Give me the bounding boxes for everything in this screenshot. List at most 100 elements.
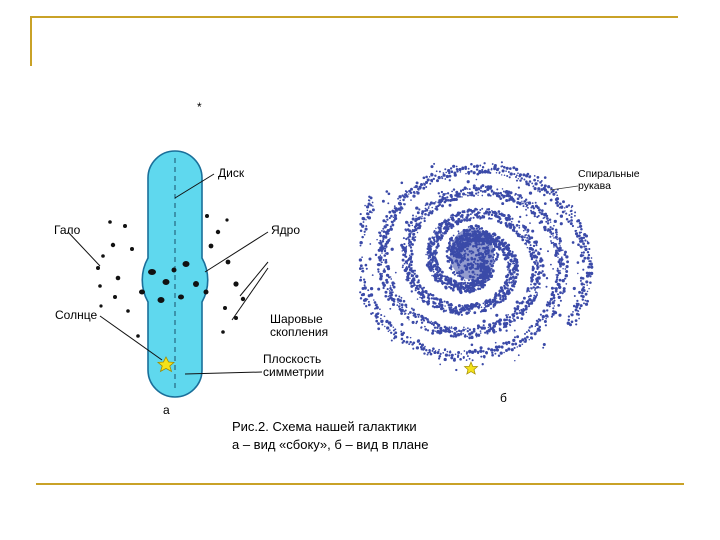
- spiral-dot: [444, 168, 446, 170]
- spiral-dot: [541, 184, 543, 186]
- spiral-dot: [408, 264, 410, 266]
- spiral-dot: [431, 350, 433, 352]
- spiral-dot: [505, 199, 508, 202]
- spiral-dot: [417, 211, 420, 214]
- spiral-dot: [585, 303, 588, 306]
- spiral-dot: [432, 301, 434, 303]
- spiral-dot: [492, 239, 495, 242]
- spiral-dot: [366, 205, 369, 208]
- spiral-dot: [587, 242, 590, 245]
- spiral-dot: [415, 289, 417, 291]
- spiral-dot: [538, 253, 540, 255]
- spiral-dot: [564, 207, 566, 209]
- spiral-dot: [553, 225, 555, 227]
- spiral-dot: [535, 250, 537, 252]
- spiral-dot: [399, 200, 401, 202]
- spiral-dot: [558, 294, 560, 296]
- spiral-dot: [477, 195, 478, 196]
- spiral-dot: [452, 225, 454, 227]
- spiral-dot: [362, 236, 364, 238]
- spiral-dot: [511, 284, 514, 287]
- spiral-dot: [518, 196, 520, 198]
- spiral-dot: [511, 218, 513, 220]
- spiral-dot: [380, 314, 382, 316]
- spiral-dot: [489, 187, 492, 190]
- spiral-dot: [541, 264, 544, 267]
- spiral-dot: [400, 312, 403, 315]
- spiral-dot: [532, 182, 533, 183]
- spiral-dot: [539, 319, 542, 322]
- spiral-dot: [586, 275, 588, 277]
- spiral-dot: [499, 218, 502, 221]
- spiral-dot: [480, 332, 482, 334]
- spiral-dot: [505, 170, 507, 172]
- spiral-dot: [550, 199, 553, 202]
- spiral-dot: [493, 262, 495, 264]
- spiral-dot: [452, 218, 455, 221]
- spiral-dot: [448, 326, 450, 328]
- spiral-dot: [505, 349, 507, 351]
- spiral-dot: [433, 202, 436, 205]
- spiral-dot: [506, 225, 509, 228]
- spiral-dot: [589, 281, 592, 284]
- spiral-dot: [384, 326, 385, 327]
- spiral-dot: [384, 236, 387, 239]
- spiral-dot: [465, 194, 467, 196]
- spiral-dot: [533, 207, 535, 209]
- spiral-dot: [491, 169, 493, 171]
- spiral-dot: [586, 272, 589, 275]
- spiral-dot: [499, 192, 502, 195]
- spiral-dot: [446, 255, 449, 258]
- spiral-dot: [488, 213, 490, 215]
- spiral-dot: [430, 240, 431, 241]
- spiral-dot: [556, 239, 558, 241]
- spiral-dot: [439, 171, 441, 173]
- spiral-dot: [374, 301, 377, 304]
- spiral-dot: [570, 219, 573, 222]
- symmetry-plane-label: Плоскость симметрии: [263, 353, 324, 379]
- spiral-dot: [385, 224, 386, 225]
- spiral-dot: [454, 274, 456, 276]
- spiral-dot: [576, 304, 579, 307]
- spiral-dot: [590, 266, 592, 268]
- spiral-dot: [579, 307, 581, 309]
- spiral-dot: [394, 207, 396, 209]
- spiral-dot: [401, 309, 404, 312]
- spiral-dot: [559, 291, 562, 294]
- spiral-dot: [412, 215, 414, 217]
- spiral-dot: [450, 170, 453, 173]
- spiral-dot: [487, 169, 489, 171]
- spiral-dot: [523, 297, 526, 300]
- spiral-dot: [461, 305, 463, 307]
- spiral-dot: [535, 244, 537, 246]
- spiral-dot: [558, 249, 561, 252]
- spiral-dot: [499, 173, 500, 174]
- spiral-dot: [381, 261, 383, 263]
- spiral-dot: [562, 200, 565, 203]
- spiral-dot: [512, 260, 514, 262]
- spiral-dot: [427, 354, 429, 356]
- spiral-dot: [444, 226, 446, 228]
- spiral-dot: [412, 225, 414, 227]
- spiral-dot: [420, 188, 422, 190]
- spiral-dot: [391, 339, 393, 341]
- spiral-dot: [579, 240, 582, 243]
- spiral-dot: [504, 297, 507, 300]
- spiral-dot: [481, 327, 484, 330]
- spiral-dot: [372, 208, 375, 211]
- spiral-dot: [382, 287, 384, 289]
- spiral-dot: [541, 209, 544, 212]
- spiral-dot: [552, 193, 555, 196]
- spiral-dot: [534, 289, 536, 291]
- spiral-dot: [521, 343, 523, 345]
- spiral-dot: [550, 264, 552, 266]
- spiral-dot: [562, 211, 565, 214]
- spiral-dot: [431, 275, 433, 277]
- spiral-dot: [423, 287, 425, 289]
- spiral-dot: [409, 255, 410, 256]
- spiral-dot: [405, 190, 407, 192]
- spiral-dot: [536, 268, 538, 270]
- spiral-dot: [505, 275, 508, 278]
- spiral-dot: [383, 259, 385, 261]
- spiral-dot: [395, 272, 397, 274]
